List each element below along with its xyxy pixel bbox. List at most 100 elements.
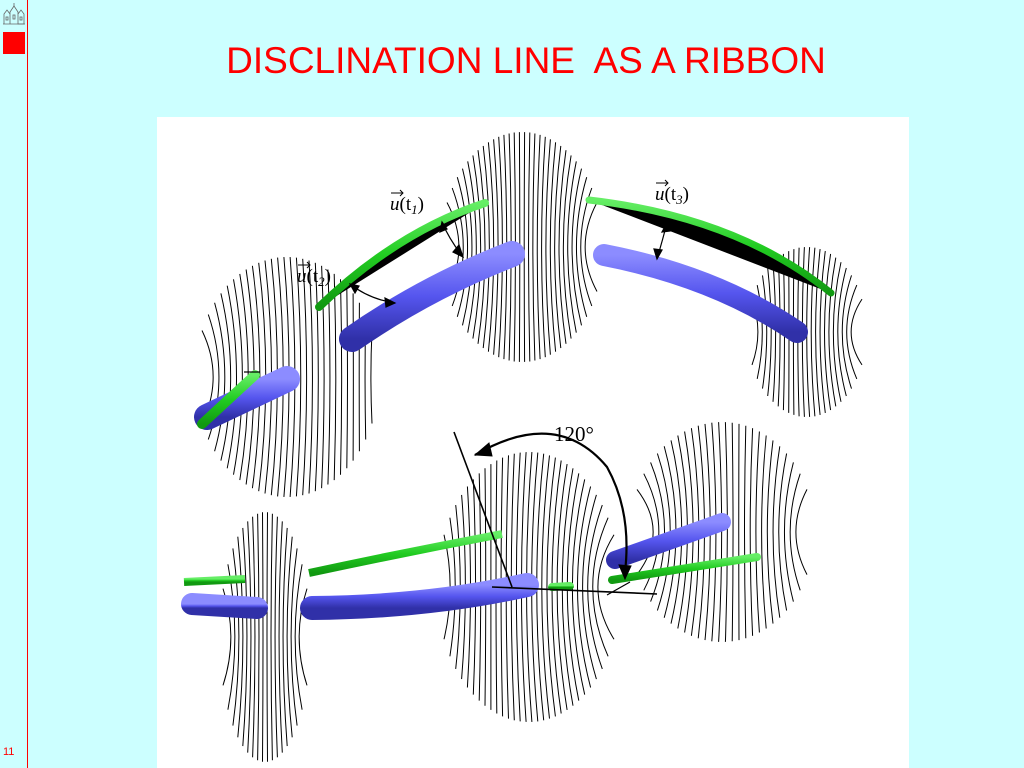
- hatch-line: [650, 462, 665, 602]
- hatch-line: [321, 265, 325, 489]
- label-u-t1: u(t1): [390, 194, 424, 217]
- hatch-line: [824, 253, 832, 411]
- hatch-line: [462, 168, 473, 326]
- hatch-line: [731, 422, 734, 642]
- hatch-line: [546, 457, 556, 717]
- hatch-line: [582, 494, 597, 680]
- green-strip-top-right: [585, 196, 835, 297]
- institution-logo: [3, 3, 25, 54]
- hatch-line: [477, 150, 486, 344]
- blue-tube-bottom-mid: [300, 573, 539, 620]
- hatch-line: [587, 504, 603, 670]
- hatch-line: [749, 428, 754, 636]
- ribbon-figure: u(t1) u(t2) u(t3) 120°: [157, 117, 909, 768]
- hatch-line: [295, 257, 302, 497]
- hatch-line: [251, 265, 261, 489]
- hatch-line: [567, 161, 577, 333]
- hatch-line: [577, 486, 592, 688]
- hatch-line: [266, 512, 268, 762]
- page-number: 11: [3, 746, 15, 758]
- hatch-line: [242, 527, 248, 747]
- hatch-line: [724, 422, 728, 642]
- blue-tube-top-right: [593, 244, 808, 343]
- hatch-line: [846, 284, 858, 380]
- hatch-line: [795, 489, 808, 575]
- hatch-line: [227, 564, 236, 710]
- hatch-line: [232, 548, 240, 726]
- hatch-line: [282, 527, 288, 747]
- hatch-line: [528, 132, 531, 362]
- hatch-line: [346, 285, 348, 469]
- top-ribbon: [194, 196, 835, 430]
- hatch-line: [778, 453, 788, 611]
- hatch-line: [592, 517, 609, 657]
- hatch-line: [308, 260, 313, 494]
- hatch-line: [370, 330, 373, 424]
- hatch-line: [541, 455, 550, 719]
- hatch-line: [772, 262, 777, 402]
- hatch-line: [584, 202, 598, 292]
- ribbon-illustration: u(t1) u(t2) u(t3) 120°: [181, 132, 863, 762]
- slide-title: DISCLINATION LINE AS A RIBBON: [226, 40, 826, 81]
- blue-tube-bottom-left: [181, 593, 268, 619]
- hatch-line: [571, 168, 582, 326]
- hatch-line: [298, 588, 308, 686]
- hatch-line: [545, 139, 551, 355]
- label-u-t2: u(t2): [297, 266, 331, 289]
- hatch-line: [755, 431, 760, 633]
- hatch-line: [340, 279, 343, 475]
- hatch-line: [290, 548, 298, 726]
- hatch-line: [467, 161, 477, 333]
- hatch-line: [580, 187, 593, 307]
- hatch-line: [257, 513, 260, 761]
- blue-tube-bottom-right: [606, 513, 731, 569]
- hatch-line: [214, 302, 226, 452]
- hatch-line: [487, 142, 495, 352]
- hatch-line: [815, 249, 821, 415]
- hatch-line: [597, 534, 615, 640]
- hatch-line: [451, 187, 464, 307]
- hatch-line: [789, 473, 801, 591]
- label-u-t3: u(t3): [655, 184, 689, 207]
- hatch-line: [226, 285, 237, 469]
- blue-tube-top-mid: [339, 241, 525, 352]
- hatch-line: [302, 258, 308, 496]
- hatch-line: [783, 462, 794, 602]
- green-strip-bottom-left: [183, 575, 246, 586]
- hatch-line: [294, 564, 303, 710]
- hatch-line: [841, 275, 852, 389]
- hatch-line: [837, 267, 847, 397]
- green-strip-bottom-right: [608, 553, 761, 584]
- hatch-line: [772, 446, 781, 618]
- angle-construction: [453, 431, 658, 596]
- green-strip-top-left: [197, 370, 260, 429]
- hatch-line: [554, 145, 562, 349]
- hatch-line: [456, 177, 469, 317]
- hatch-line: [314, 262, 319, 492]
- displacement-arrows: [244, 220, 671, 373]
- hatch-line: [766, 440, 774, 624]
- green-strip-bottom-mid: [308, 530, 503, 577]
- hatch-line: [636, 489, 654, 575]
- green-strip-bottom-join: [548, 582, 574, 591]
- hatch-line: [819, 251, 826, 413]
- hatch-line: [472, 155, 482, 339]
- hatch-line: [233, 279, 243, 475]
- hatch-line: [744, 425, 747, 639]
- hatch-line: [850, 298, 863, 366]
- hatch-line: [810, 247, 816, 417]
- hatch-line: [558, 150, 567, 344]
- director-field-hatching: [201, 132, 863, 762]
- hatch-line: [237, 536, 244, 738]
- hatch-line: [536, 134, 541, 360]
- hatch-line: [541, 136, 546, 358]
- hatch-line: [247, 521, 252, 753]
- bottom-ribbon: [181, 513, 761, 620]
- left-margin-rule: [27, 0, 28, 768]
- hatch-line: [333, 273, 337, 481]
- hatch-line: [575, 177, 588, 317]
- hatch-line: [532, 133, 536, 361]
- hatch-line: [278, 521, 283, 753]
- hatch-line: [767, 267, 772, 397]
- hatch-line: [220, 293, 232, 461]
